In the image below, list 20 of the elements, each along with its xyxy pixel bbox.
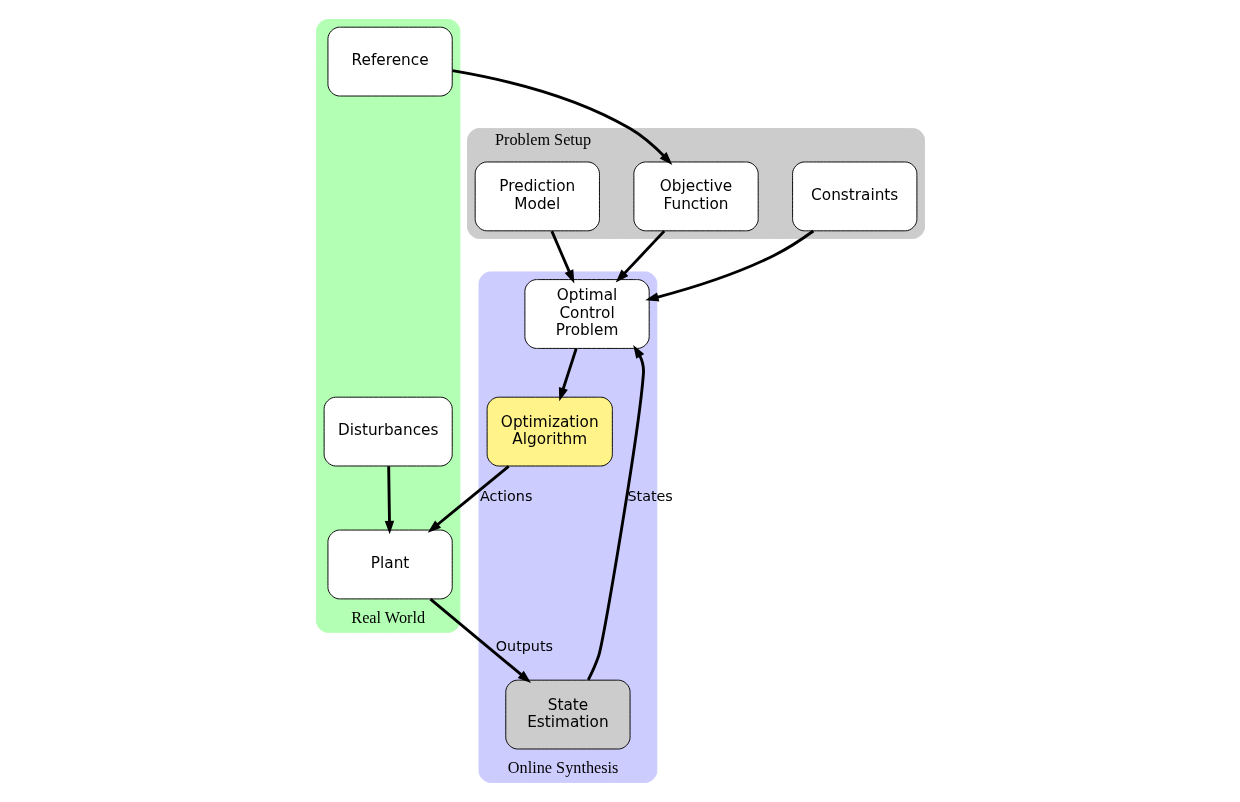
node-box: Reference — [326, 26, 453, 97]
node-box: Optimization Algorithm — [486, 396, 613, 467]
edge-label: Outputs — [495, 638, 553, 655]
arrow — [427, 465, 510, 533]
node-box: Objective Function — [632, 161, 759, 232]
arrow — [558, 348, 577, 402]
arrow — [644, 229, 814, 302]
arrow — [384, 466, 394, 535]
node-box: State Estimation — [504, 679, 631, 750]
arrow — [429, 597, 531, 683]
arrow — [586, 344, 645, 681]
arrow — [615, 230, 665, 283]
node-box: Plant — [326, 529, 453, 600]
node-box: Optimal Control Problem — [523, 279, 650, 349]
node-box: Constraints — [791, 161, 917, 232]
edge-label: Actions — [479, 488, 532, 505]
node-box: Disturbances — [323, 396, 453, 467]
node-box: Prediction Model — [474, 161, 600, 232]
arrow — [550, 230, 574, 284]
arrow — [451, 69, 672, 165]
